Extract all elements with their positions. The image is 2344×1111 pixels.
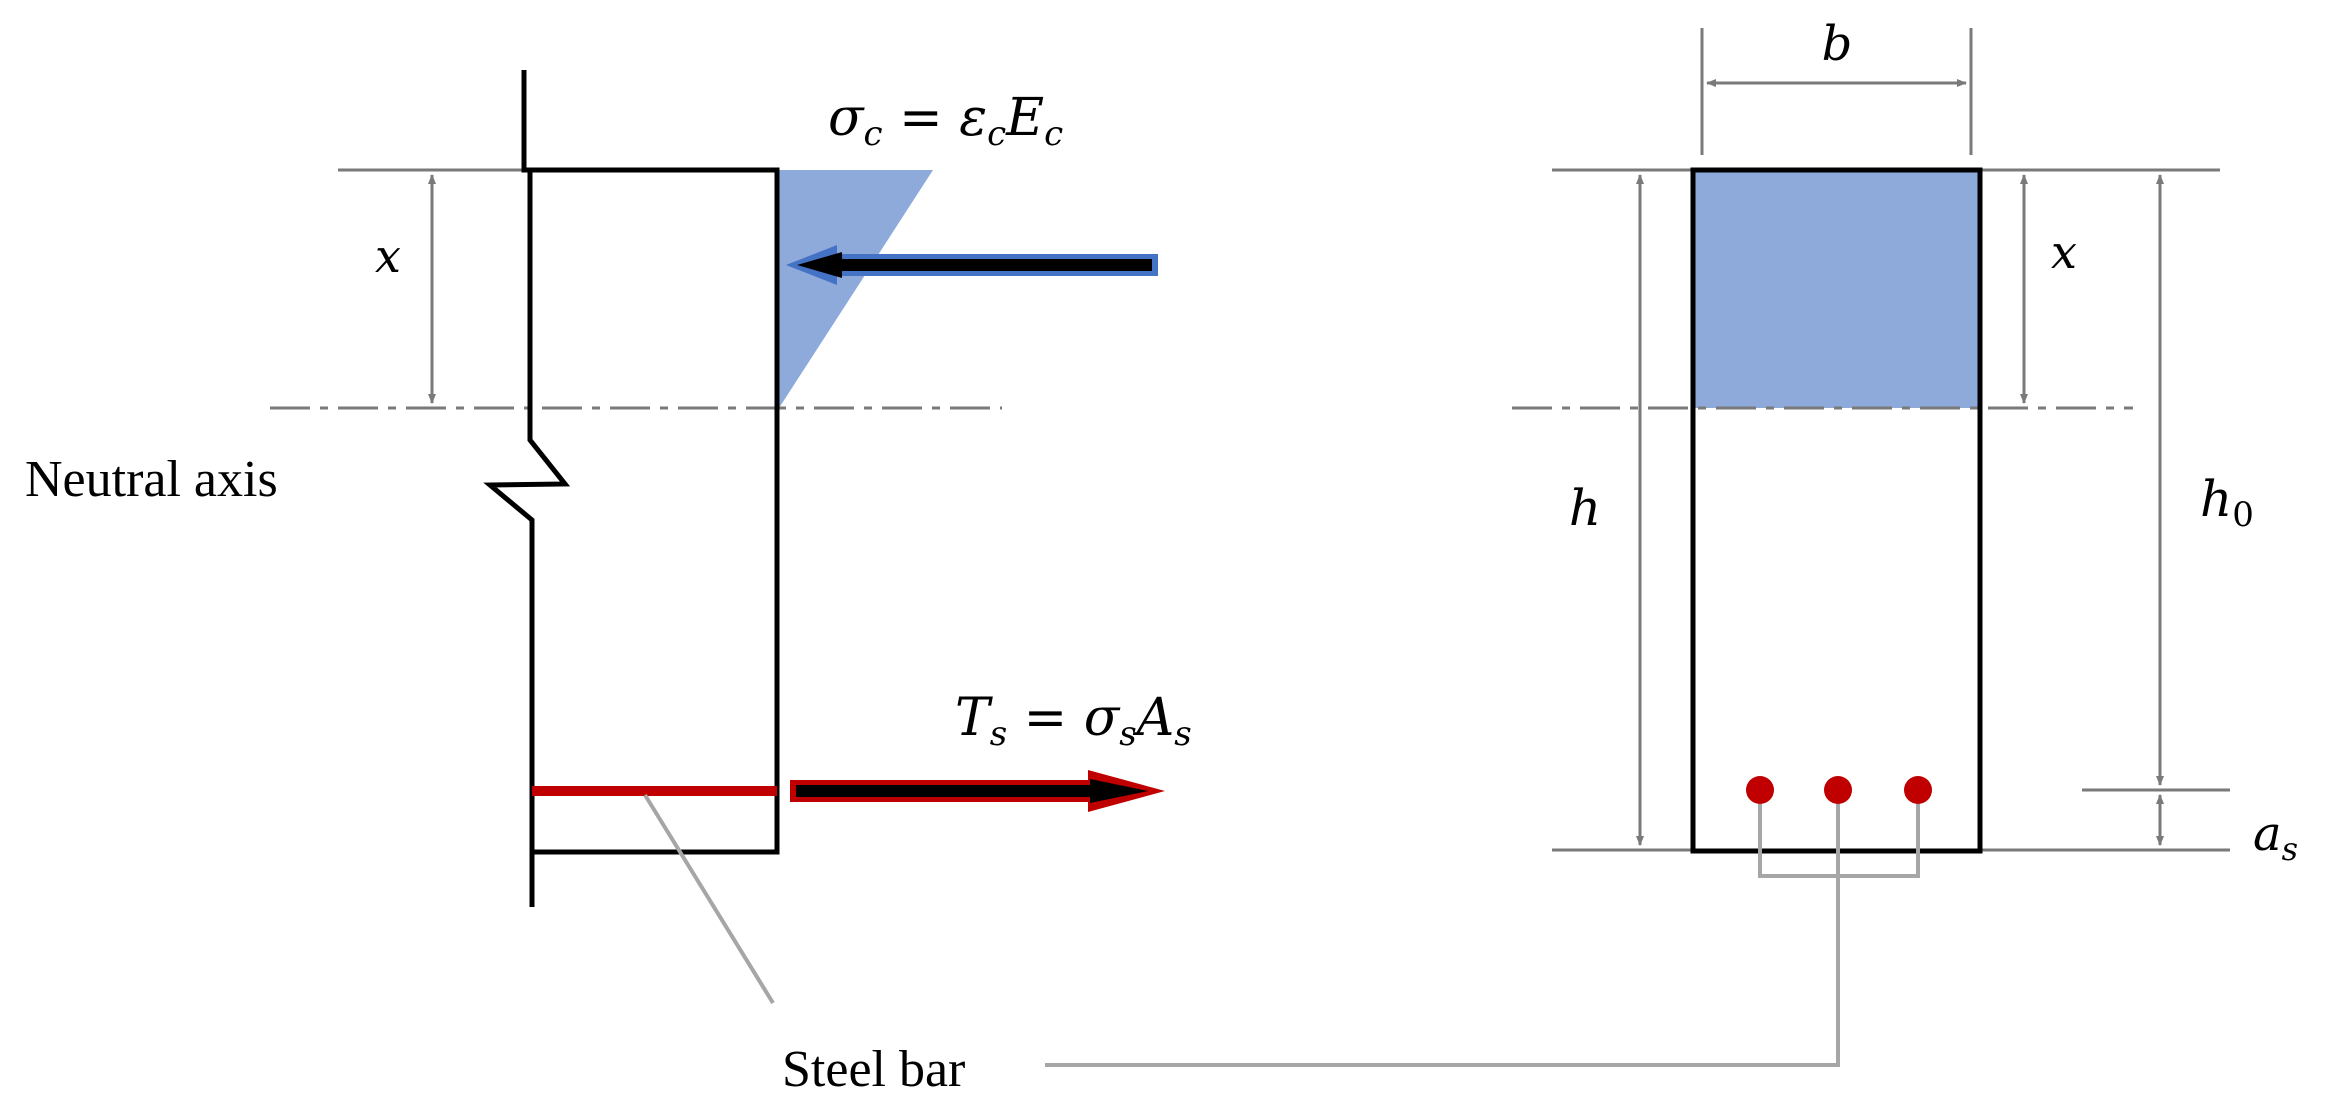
compression-zone <box>1693 170 1980 408</box>
effective-height-symbol: h0 <box>2200 470 2254 535</box>
cover-symbol: as <box>2253 806 2298 868</box>
steel-bar-label: Steel bar <box>782 1041 965 1098</box>
cross-section-view: b h x h0 as <box>1045 16 2298 1067</box>
compression-arrow <box>797 252 1152 278</box>
section-depth-symbol: x <box>2051 225 2077 279</box>
elevation-view: x σc = εcEc Ts = σsAs Neutral axis <box>25 70 1192 1005</box>
rebar-dot-1 <box>1746 776 1774 804</box>
compression-stress-block <box>779 170 933 408</box>
stress-equation: σc = εcEc <box>828 88 1063 154</box>
beam-segment-outline <box>483 70 780 907</box>
steel-bar-leader-right <box>1045 793 1920 1067</box>
neutral-axis-label: Neutral axis <box>25 451 278 508</box>
height-symbol: h <box>1569 479 1601 537</box>
steel-bar-leader-left <box>643 793 775 1005</box>
depth-symbol: x <box>375 229 401 283</box>
tension-equation: Ts = σsAs <box>955 688 1192 754</box>
width-symbol: b <box>1822 16 1853 72</box>
rebar-dot-3 <box>1904 776 1932 804</box>
rebar-dot-2 <box>1824 776 1852 804</box>
tension-arrow <box>796 779 1148 803</box>
